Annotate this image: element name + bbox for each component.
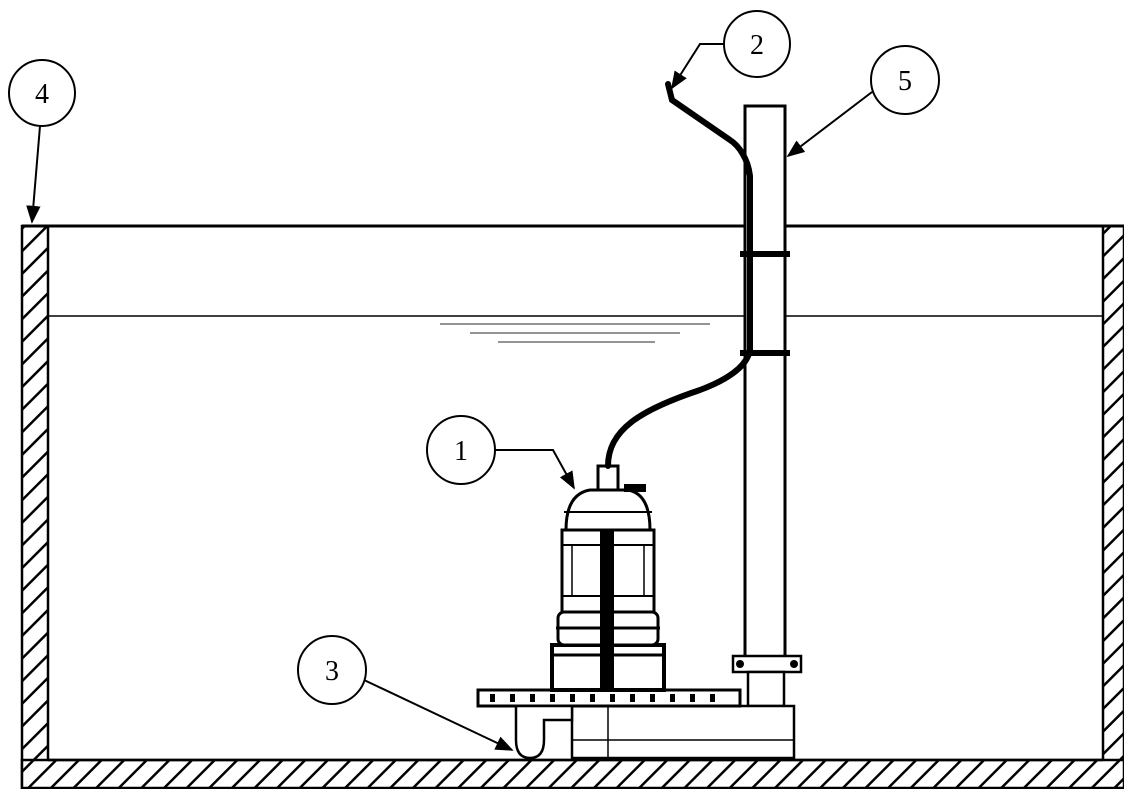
leader-line [495,449,575,490]
callout-3: 3 [297,635,514,751]
callout-label: 1 [454,436,468,467]
callouts: 1 2 3 4 5 [8,10,940,751]
pump-center-rib [600,500,614,690]
base-plate-bolts [490,694,715,702]
callout-2: 2 [671,10,791,90]
pipe-elbow-riser [746,670,786,708]
callout-1: 1 [426,415,575,490]
base-plate [476,688,742,708]
base-body [570,704,796,760]
callout-circle [8,59,76,127]
suction-inlet [514,704,574,760]
tank-floor [20,758,1124,789]
callout-circle [297,635,367,705]
callout-circle [870,45,940,115]
cable-gland [596,464,620,492]
tank-wall-right [1101,224,1124,789]
callout-5: 5 [786,45,940,158]
callout-label: 5 [898,66,912,97]
flange-bolt-left [736,660,744,668]
submersible-pump [550,464,666,692]
discharge-pipe [731,104,803,708]
water-level [48,315,1103,343]
leader-line [26,125,41,224]
callout-label: 2 [750,30,764,61]
leader-line [671,43,724,90]
leader-line [363,679,514,751]
tank [20,224,1124,789]
tank-wall-left [20,224,50,789]
callout-label: 4 [35,79,49,110]
leader-line [786,91,873,158]
callout-4: 4 [8,59,76,224]
discharge-base [476,688,796,760]
flange-bolt-right [790,660,798,668]
power-cable [605,81,753,469]
lifting-lug [624,484,646,492]
callout-label: 3 [325,656,339,687]
pump-top-cap [564,488,652,532]
